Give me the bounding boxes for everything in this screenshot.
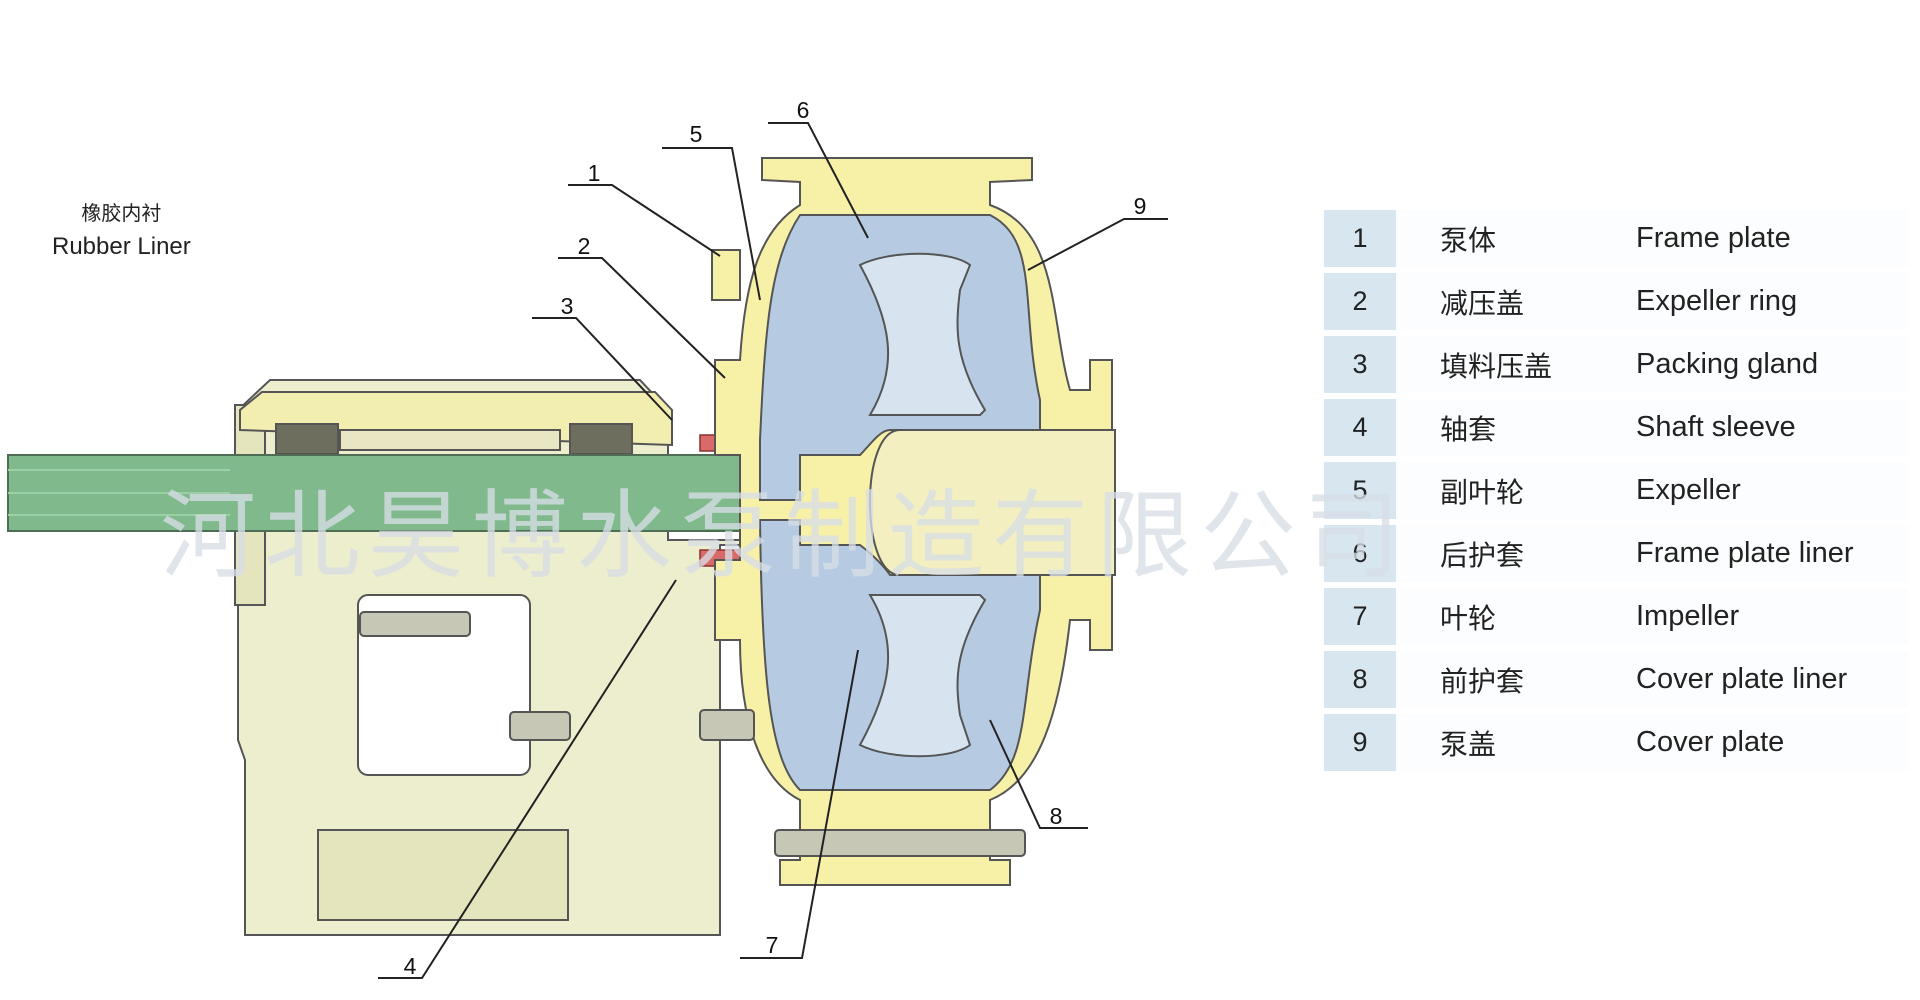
leader-1: [568, 184, 721, 257]
callout-number-8: 8: [1050, 803, 1063, 829]
part-number: 8: [1324, 651, 1396, 708]
part-name-chinese: 叶轮: [1396, 588, 1636, 645]
part-number: 3: [1324, 336, 1396, 393]
part-number: 1: [1324, 210, 1396, 267]
callout-number-6: 6: [797, 97, 810, 123]
part-name-english: Cover plate: [1636, 714, 1908, 771]
leader-3: [532, 317, 673, 421]
part-name-chinese: 前护套: [1396, 651, 1636, 708]
part-number: 4: [1324, 399, 1396, 456]
leader-4: [378, 579, 677, 979]
part-name-chinese: 泵盖: [1396, 714, 1636, 771]
impeller: [858, 252, 1116, 758]
part-name-english: Expeller ring: [1636, 273, 1908, 330]
casing-bolts: [359, 611, 1026, 857]
leader-5: [662, 147, 761, 301]
part-name-english: Frame plate: [1636, 210, 1908, 267]
callout-number-3: 3: [561, 293, 574, 319]
leader-6: [768, 122, 869, 239]
part-name-english: Packing gland: [1636, 336, 1908, 393]
callout-numbers: 1 2 3 4 5 6 7 8 9: [404, 97, 1147, 979]
part-name-english: Frame plate liner: [1636, 525, 1908, 582]
rubber-liner-caption: 橡胶内衬 Rubber Liner: [52, 196, 191, 264]
part-number: 5: [1324, 462, 1396, 519]
leader-2: [558, 257, 726, 379]
part-name-english: Shaft sleeve: [1636, 399, 1908, 456]
part-name-chinese: 副叶轮: [1396, 462, 1636, 519]
part-name-english: Expeller: [1636, 462, 1908, 519]
leader-9: [1027, 218, 1168, 271]
callout-number-7: 7: [766, 932, 779, 958]
part-name-chinese: 填料压盖: [1396, 336, 1636, 393]
leader-8: [989, 719, 1088, 829]
callout-number-2: 2: [578, 233, 591, 259]
bearing-housing: [239, 391, 673, 455]
leader-7: [740, 649, 859, 959]
caption-english: Rubber Liner: [52, 233, 191, 260]
pump-shaft: [7, 454, 869, 532]
part-number: 2: [1324, 273, 1396, 330]
part-number: 7: [1324, 588, 1396, 645]
part-name-chinese: 轴套: [1396, 399, 1636, 456]
callout-number-1: 1: [588, 160, 601, 186]
caption-chinese: 橡胶内衬: [81, 201, 162, 225]
part-name-chinese: 后护套: [1396, 525, 1636, 582]
part-name-chinese: 泵体: [1396, 210, 1636, 267]
part-number: 9: [1324, 714, 1396, 771]
callout-number-9: 9: [1134, 193, 1147, 219]
part-number: 6: [1324, 525, 1396, 582]
callout-number-4: 4: [404, 953, 417, 979]
callout-leaders: [378, 122, 1168, 979]
part-name-english: Cover plate liner: [1636, 651, 1908, 708]
part-name-english: Impeller: [1636, 588, 1908, 645]
callout-number-5: 5: [690, 121, 703, 147]
part-name-chinese: 减压盖: [1396, 273, 1636, 330]
